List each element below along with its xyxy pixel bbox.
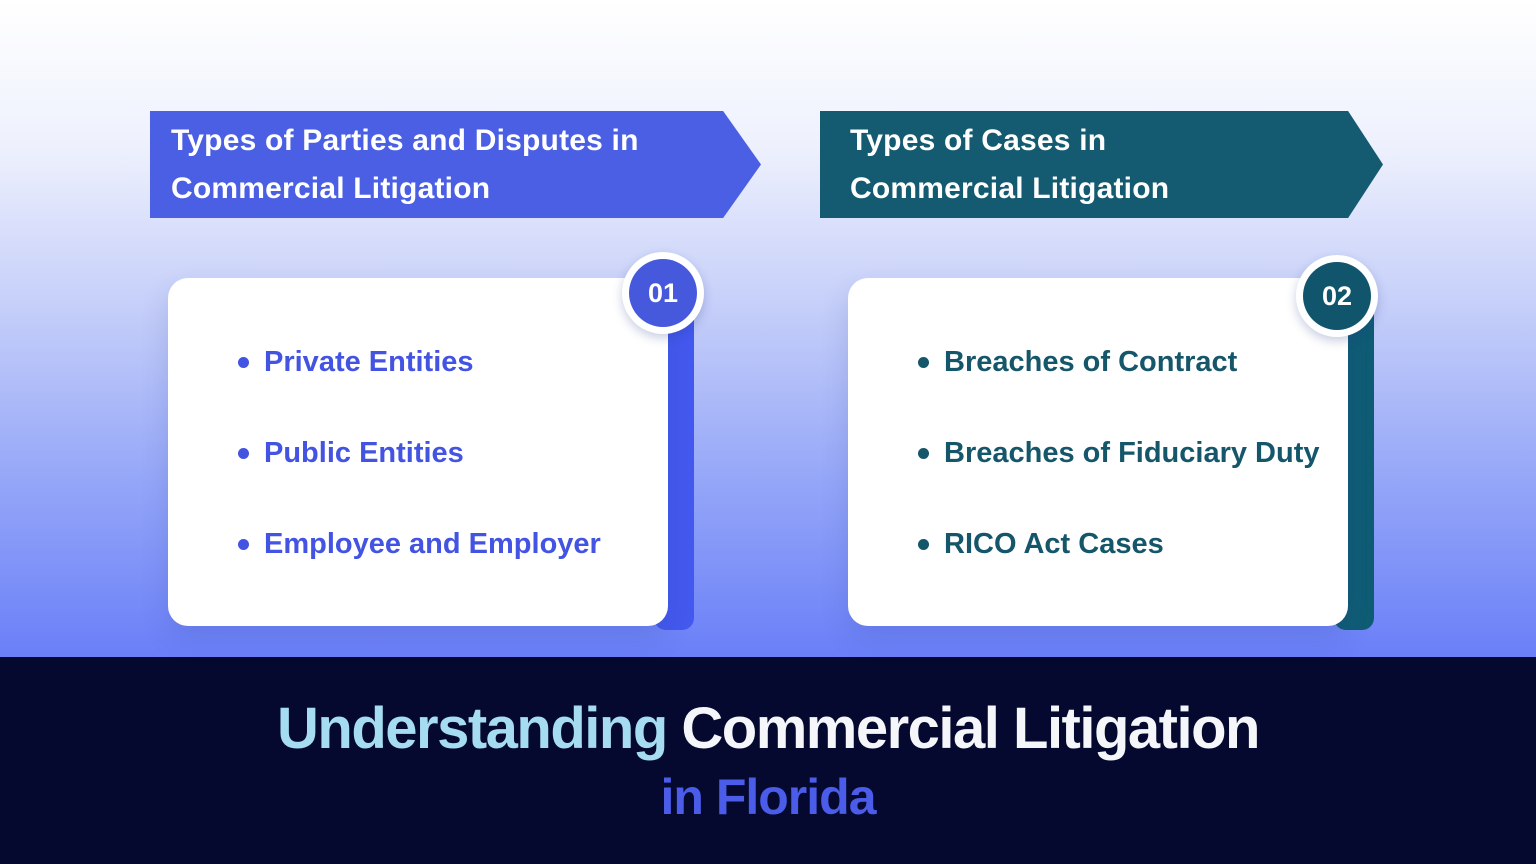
- parties-list: Private Entities Public Entities Employe…: [168, 278, 668, 561]
- list-item: Employee and Employer: [218, 528, 648, 561]
- main-title: Understanding Commercial Litigation: [277, 695, 1260, 762]
- badge-02-circle: 02: [1303, 262, 1371, 330]
- badge-02-number: 02: [1321, 280, 1353, 311]
- badge-01-circle: 01: [629, 259, 697, 327]
- badge-01: 01: [622, 252, 704, 334]
- list-item-label: RICO Act Cases: [944, 528, 1164, 560]
- header-banner-parties: Types of Parties and Disputes in Commerc…: [150, 111, 761, 218]
- bullet-dot-icon: [238, 539, 249, 550]
- bullet-dot-icon: [918, 539, 929, 550]
- list-item: RICO Act Cases: [898, 528, 1328, 561]
- list-item-label: Public Entities: [264, 437, 464, 469]
- bullet-dot-icon: [918, 448, 929, 459]
- badge-01-number: 01: [647, 277, 679, 308]
- badge-02: 02: [1296, 255, 1378, 337]
- card-cases: Breaches of Contract Breaches of Fiducia…: [848, 278, 1348, 626]
- list-item: Breaches of Contract: [898, 346, 1328, 379]
- footer-bar: Understanding Commercial Litigation in F…: [0, 657, 1536, 864]
- list-item: Public Entities: [218, 437, 648, 470]
- card-parties: Private Entities Public Entities Employe…: [168, 278, 668, 626]
- sub-title: in Florida: [660, 768, 877, 825]
- banner-parties-title: Types of Parties and Disputes in Commerc…: [150, 117, 639, 213]
- bullet-dot-icon: [238, 357, 249, 368]
- bullet-dot-icon: [238, 448, 249, 459]
- banner-cases-line2: Commercial Litigation: [850, 171, 1170, 205]
- banner-cases-title: Types of Cases in Commercial Litigation: [820, 117, 1169, 213]
- main-title-rest: Commercial Litigation: [681, 695, 1260, 761]
- header-banner-cases: Types of Cases in Commercial Litigation: [820, 111, 1383, 218]
- banner-parties-line2: Commercial Litigation: [171, 171, 491, 205]
- banner-parties-line1: Types of Parties and Disputes in: [171, 123, 639, 157]
- list-item: Private Entities: [218, 346, 648, 379]
- cases-list: Breaches of Contract Breaches of Fiducia…: [848, 278, 1348, 561]
- banner-cases-line1: Types of Cases in: [850, 123, 1107, 157]
- main-title-highlight: Understanding: [277, 695, 668, 761]
- list-item: Breaches of Fiduciary Duty: [898, 437, 1328, 470]
- list-item-label: Private Entities: [264, 346, 474, 378]
- bullet-dot-icon: [918, 357, 929, 368]
- list-item-label: Breaches of Contract: [944, 346, 1238, 378]
- list-item-label: Breaches of Fiduciary Duty: [944, 437, 1320, 469]
- list-item-label: Employee and Employer: [264, 528, 601, 560]
